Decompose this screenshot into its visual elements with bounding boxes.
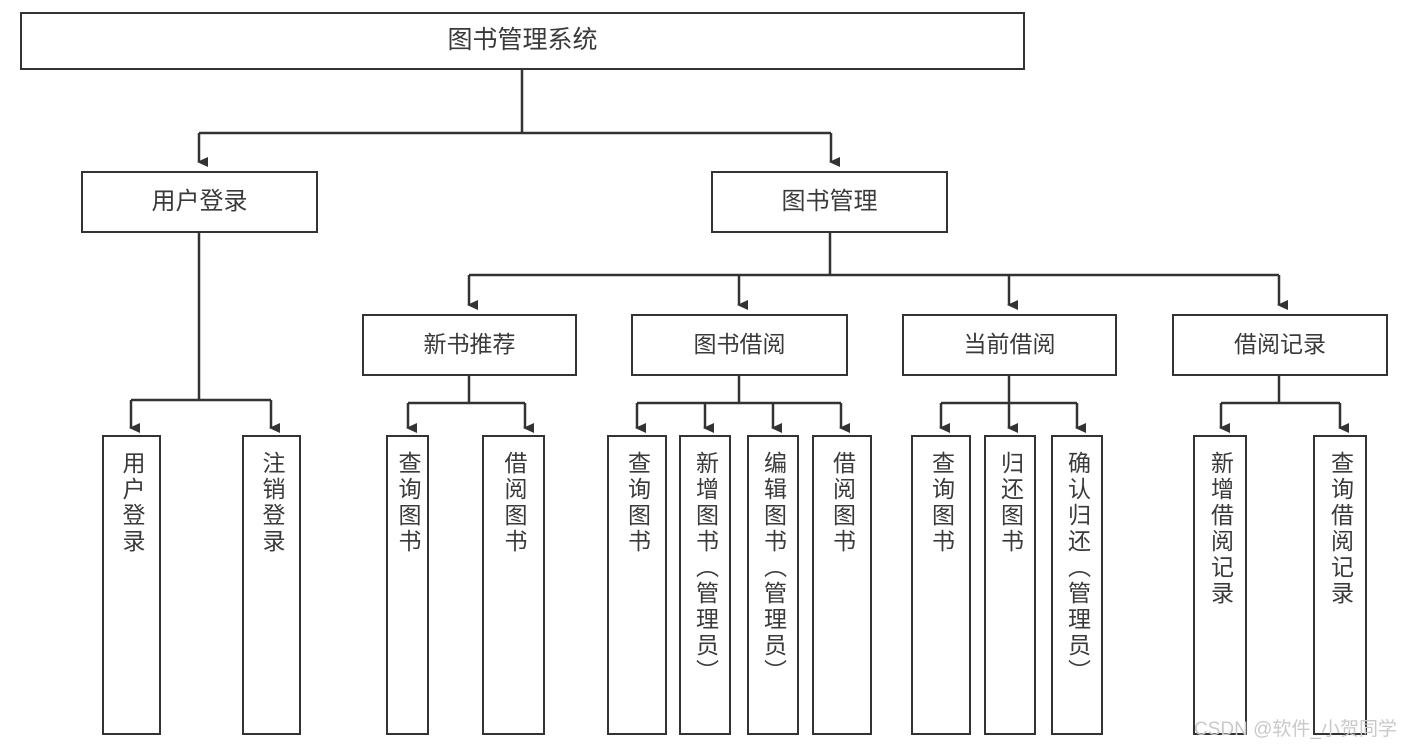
node-label: 新书推荐 [423, 331, 516, 358]
node-user-login[interactable]: 用户登录 [81, 171, 318, 233]
node-leaf-add-book-admin[interactable]: 新增图书（管理员） [679, 435, 731, 735]
node-label: 借阅记录 [1234, 331, 1326, 358]
node-label: 借阅图书 [501, 451, 527, 555]
node-label: 编辑图书（管理员） [760, 451, 787, 685]
node-label: 图书管理系统 [447, 26, 598, 55]
node-leaf-logout[interactable]: 注销登录 [242, 435, 301, 735]
node-leaf-confirm-return-admin[interactable]: 确认归还（管理员） [1051, 435, 1103, 735]
node-leaf-borrow-book-recommend[interactable]: 借阅图书 [482, 435, 545, 735]
node-label: 查询借阅记录 [1327, 451, 1354, 607]
node-label: 当前借阅 [963, 331, 1056, 358]
node-label: 借阅图书 [829, 451, 856, 555]
node-leaf-edit-book-admin[interactable]: 编辑图书（管理员） [747, 435, 799, 735]
node-leaf-query-book-current[interactable]: 查询图书 [911, 435, 971, 735]
node-label: 图书管理 [781, 187, 878, 215]
node-root-system[interactable]: 图书管理系统 [20, 12, 1025, 70]
node-label: 查询图书 [928, 451, 955, 555]
node-leaf-query-book-borrow[interactable]: 查询图书 [607, 435, 667, 735]
node-current-borrow[interactable]: 当前借阅 [902, 314, 1117, 376]
node-borrow-record[interactable]: 借阅记录 [1172, 314, 1388, 376]
node-label: 注销登录 [259, 451, 285, 555]
node-book-borrow[interactable]: 图书借阅 [631, 314, 848, 376]
node-label: 查询图书 [624, 451, 651, 555]
node-leaf-add-borrow-record[interactable]: 新增借阅记录 [1193, 435, 1247, 735]
node-label: 确认归还（管理员） [1064, 451, 1091, 685]
node-label: 新增图书（管理员） [692, 451, 719, 685]
node-label: 用户登录 [119, 451, 145, 555]
node-leaf-borrow-book[interactable]: 借阅图书 [812, 435, 872, 735]
node-label: 归还图书 [997, 451, 1024, 555]
node-label: 图书借阅 [693, 331, 786, 358]
node-label: 用户登录 [151, 187, 248, 215]
node-leaf-query-book-recommend[interactable]: 查询图书 [386, 435, 429, 735]
node-book-management[interactable]: 图书管理 [711, 171, 948, 233]
node-label: 新增借阅记录 [1207, 451, 1234, 607]
node-leaf-query-borrow-record[interactable]: 查询借阅记录 [1313, 435, 1367, 735]
node-new-book-recommend[interactable]: 新书推荐 [362, 314, 577, 376]
node-leaf-user-login[interactable]: 用户登录 [102, 435, 161, 735]
node-leaf-return-book[interactable]: 归还图书 [984, 435, 1036, 735]
node-label: 查询图书 [395, 451, 421, 555]
